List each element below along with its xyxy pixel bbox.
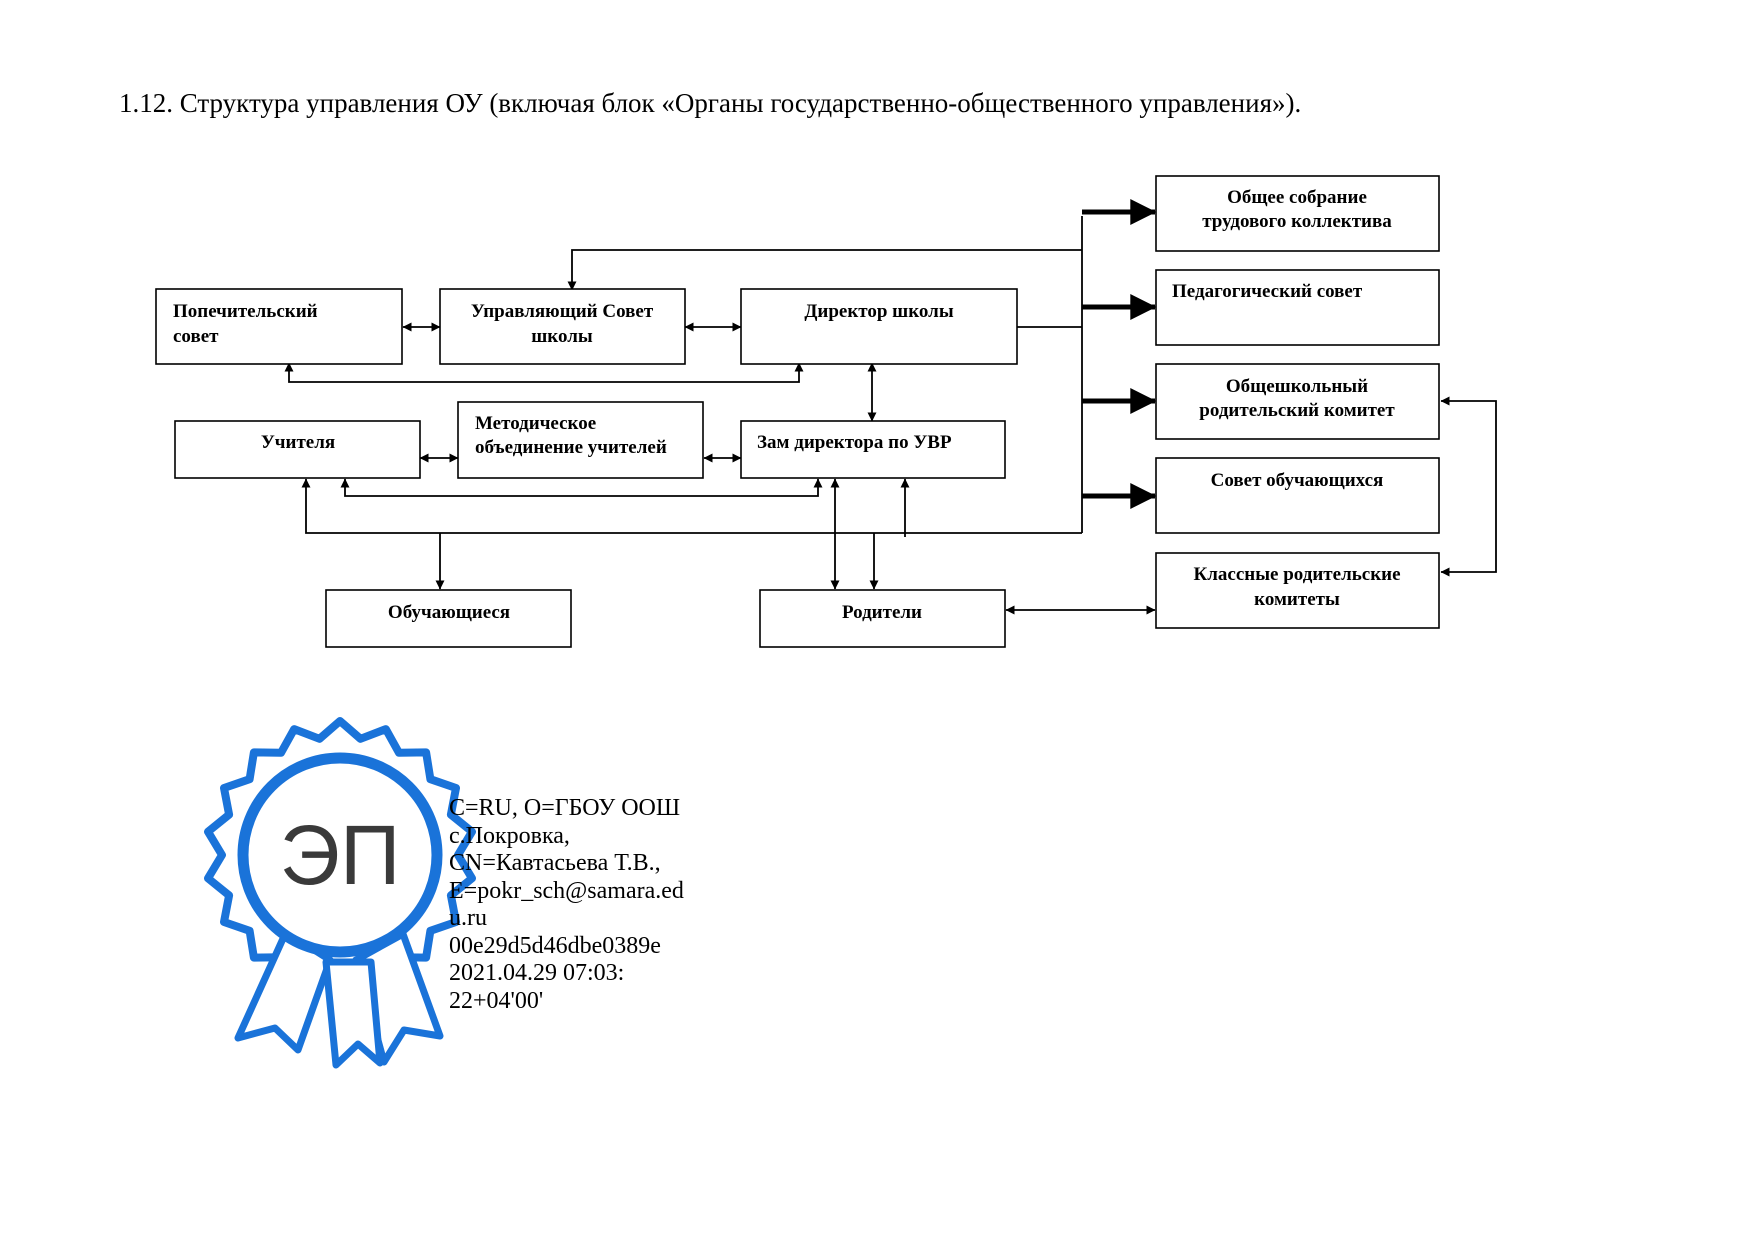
- svg-text:совет: совет: [173, 326, 219, 347]
- student-council-box: Совет обучающихся: [1155, 457, 1440, 534]
- svg-text:Методическое: Методическое: [475, 413, 596, 434]
- svg-text:Обучающиеся: Обучающиеся: [388, 602, 510, 623]
- box-line: Зам директора по УВР: [757, 432, 952, 453]
- box-line: Общее собрание: [1227, 187, 1367, 208]
- svg-text:Директор школы: Директор школы: [804, 301, 954, 322]
- svg-text:комитеты: комитеты: [1254, 589, 1340, 610]
- svg-text:Попечительский: Попечительский: [173, 301, 318, 322]
- box-line: Обучающиеся: [388, 602, 510, 623]
- box-line: комитеты: [1254, 589, 1340, 610]
- box-line: Классные родительские: [1193, 564, 1400, 585]
- box-line: Педагогический совет: [1172, 281, 1363, 302]
- box-line: Учителя: [261, 432, 335, 453]
- signature-line: 00e29d5d46dbe0389e: [449, 932, 661, 959]
- school-parent-committee-box: Общешкольный родительский комитет: [1155, 363, 1440, 440]
- general-meeting-box: Общее собрание трудового коллектива: [1155, 175, 1440, 252]
- parents-box: Родители: [759, 589, 1006, 648]
- box-line: Общешкольный: [1226, 376, 1368, 397]
- svg-text:родительский комитет: родительский комитет: [1199, 400, 1395, 421]
- teachers-deputy-loop: [340, 478, 823, 497]
- signature-line: с.Покровка,: [449, 822, 570, 849]
- trunk-to-teachers: [301, 478, 1082, 534]
- svg-text:Учителя: Учителя: [261, 432, 335, 453]
- page-heading: 1.12. Структура управления ОУ (включая б…: [119, 88, 1302, 118]
- governing-council-box: Управляющий Совет школы: [439, 288, 686, 365]
- signature-line: u.ru: [449, 905, 487, 931]
- parent-committees-loop: [1440, 396, 1497, 577]
- class-parent-committees-box: Классные родительские комитеты: [1155, 552, 1440, 629]
- signature-line: 2021.04.29 07:03:: [449, 960, 625, 986]
- signature-line: E=pokr_sch@samara.ed: [449, 877, 684, 904]
- box-line: Родители: [842, 602, 922, 623]
- director-box: Директор школы: [740, 288, 1018, 365]
- svg-text:Родители: Родители: [842, 602, 922, 623]
- signature-line: C=RU, O=ГБОУ ООШ: [449, 795, 681, 821]
- box-line: Совет обучающихся: [1211, 470, 1384, 491]
- methodical-association-box: Методическое объединение учителей: [457, 401, 704, 479]
- box-line: Попечительский: [173, 301, 318, 322]
- box-line: Управляющий Совет: [471, 301, 654, 322]
- box-line: школы: [531, 326, 593, 347]
- svg-text:Классные родительские: Классные родительские: [1193, 564, 1400, 585]
- pedagogical-council-box: Педагогический совет: [1155, 269, 1440, 346]
- box-line: Методическое: [475, 413, 596, 434]
- signature-details: C=RU, O=ГБОУ ООШ с.Покровка, CN=Кавтасье…: [449, 795, 719, 1015]
- box-line: трудового коллектива: [1202, 211, 1392, 232]
- svg-text:Общее собрание: Общее собрание: [1227, 187, 1367, 208]
- board-of-trustees-box: Попечительский совет: [155, 288, 403, 365]
- svg-text:трудового коллектива: трудового коллектива: [1202, 211, 1392, 232]
- svg-text:Зам директора по УВР: Зам директора по УВР: [757, 432, 952, 453]
- connectors: [284, 199, 1497, 615]
- svg-text:Совет обучающихся: Совет обучающихся: [1211, 470, 1384, 491]
- deputy-director-box: Зам директора по УВР: [740, 420, 1006, 479]
- svg-text:Педагогический совет: Педагогический совет: [1172, 281, 1363, 302]
- svg-text:объединение учителей: объединение учителей: [475, 437, 667, 458]
- signature-line: CN=Кавтасьева Т.В.,: [449, 850, 661, 876]
- stamp-text: ЭП: [280, 808, 401, 902]
- signature-stamp-icon: ЭП: [204, 717, 476, 1069]
- teachers-box: Учителя: [174, 420, 421, 479]
- signature-line: 22+04'00': [449, 987, 544, 1014]
- box-line: совет: [173, 326, 219, 347]
- svg-text:Общешкольный: Общешкольный: [1226, 376, 1368, 397]
- box-line: Директор школы: [804, 301, 954, 322]
- board-director-loop: [284, 362, 804, 383]
- students-box: Обучающиеся: [325, 589, 572, 648]
- svg-text:школы: школы: [531, 326, 593, 347]
- box-line: родительский комитет: [1199, 400, 1395, 421]
- svg-text:Управляющий Совет: Управляющий Совет: [471, 301, 654, 322]
- trunk-to-governing-council: [567, 249, 1082, 291]
- box-line: объединение учителей: [475, 437, 667, 458]
